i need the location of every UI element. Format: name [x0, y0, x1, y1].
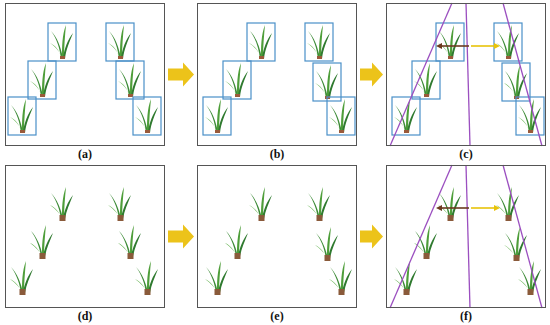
plant — [414, 63, 437, 97]
detect-box — [28, 61, 56, 99]
plant — [10, 261, 33, 295]
panel-label: (a) — [5, 147, 165, 162]
boxes-b — [203, 23, 355, 135]
detect-box — [223, 61, 251, 99]
plant — [135, 261, 158, 295]
plant — [135, 99, 158, 133]
plant — [225, 225, 248, 259]
flow-arrow — [360, 225, 383, 249]
center-line — [466, 165, 470, 308]
distance-line — [471, 207, 496, 209]
panel-frame — [197, 165, 357, 308]
panel-frame — [197, 3, 357, 146]
plant — [225, 63, 248, 97]
panel-label: (b) — [197, 147, 357, 162]
panel-label: (c) — [386, 147, 546, 162]
plant — [504, 65, 527, 99]
distance-c — [436, 43, 500, 49]
detect-box — [48, 23, 76, 61]
panel: (d) — [5, 165, 165, 324]
panel-label: (e) — [197, 309, 357, 324]
detect-box — [305, 23, 333, 61]
plant — [414, 225, 437, 259]
panel: (c) — [386, 3, 546, 162]
row-line — [503, 3, 542, 146]
detect-box — [133, 97, 161, 135]
plant — [30, 63, 53, 97]
plant — [315, 227, 338, 261]
detect-box — [247, 23, 275, 61]
arrowhead — [494, 43, 500, 49]
plant — [504, 227, 527, 261]
flow-arrow — [360, 63, 383, 87]
plant — [438, 187, 461, 221]
plants-e — [205, 187, 352, 295]
plant — [496, 187, 519, 221]
detect-box — [502, 63, 530, 101]
detect-box — [392, 97, 420, 135]
plant — [329, 99, 352, 133]
row-line — [390, 165, 452, 308]
plants-d — [10, 187, 158, 295]
plant — [249, 25, 272, 59]
panel-frame — [386, 165, 546, 308]
panel-frame — [5, 165, 165, 308]
boxes-a — [8, 23, 161, 135]
panel: (e) — [197, 165, 357, 324]
flow-arrow — [168, 225, 194, 249]
panel: (a) — [5, 3, 165, 162]
plant — [496, 25, 519, 59]
plant — [307, 25, 330, 59]
arrowhead — [436, 205, 442, 211]
center-line — [466, 3, 470, 146]
panel-label: (d) — [5, 309, 165, 324]
panel-label: (f) — [386, 309, 546, 324]
arrowhead — [436, 43, 442, 49]
plant — [205, 99, 228, 133]
plant — [10, 99, 33, 133]
plant — [118, 63, 141, 97]
distance-line — [440, 45, 469, 47]
panel-frame — [5, 3, 165, 146]
flow-arrow — [168, 63, 194, 87]
panel-frame — [386, 3, 546, 146]
panel: (b) — [197, 3, 357, 162]
plant — [108, 187, 131, 221]
detect-box — [203, 97, 231, 135]
plant — [315, 65, 338, 99]
plant — [30, 225, 53, 259]
plant — [249, 187, 272, 221]
row-line — [390, 3, 452, 146]
plant — [205, 261, 228, 295]
plant — [118, 225, 141, 259]
detect-box — [313, 63, 341, 101]
row-line — [503, 165, 542, 308]
plants-a — [10, 25, 158, 133]
row-lines-c — [390, 3, 542, 146]
detect-box — [8, 97, 36, 135]
plants-b — [205, 25, 352, 133]
plant — [329, 261, 352, 295]
plant — [438, 25, 461, 59]
distance-f — [436, 205, 500, 211]
detect-box — [106, 23, 134, 61]
detect-box — [327, 97, 355, 135]
detect-box — [412, 61, 440, 99]
row-lines-f — [390, 165, 542, 308]
arrowhead — [494, 205, 500, 211]
plant — [50, 25, 73, 59]
distance-line — [440, 207, 469, 209]
plant — [307, 187, 330, 221]
distance-line — [471, 45, 496, 47]
detect-box — [116, 61, 144, 99]
panel: (f) — [386, 165, 546, 324]
plant — [108, 25, 131, 59]
plant — [50, 187, 73, 221]
